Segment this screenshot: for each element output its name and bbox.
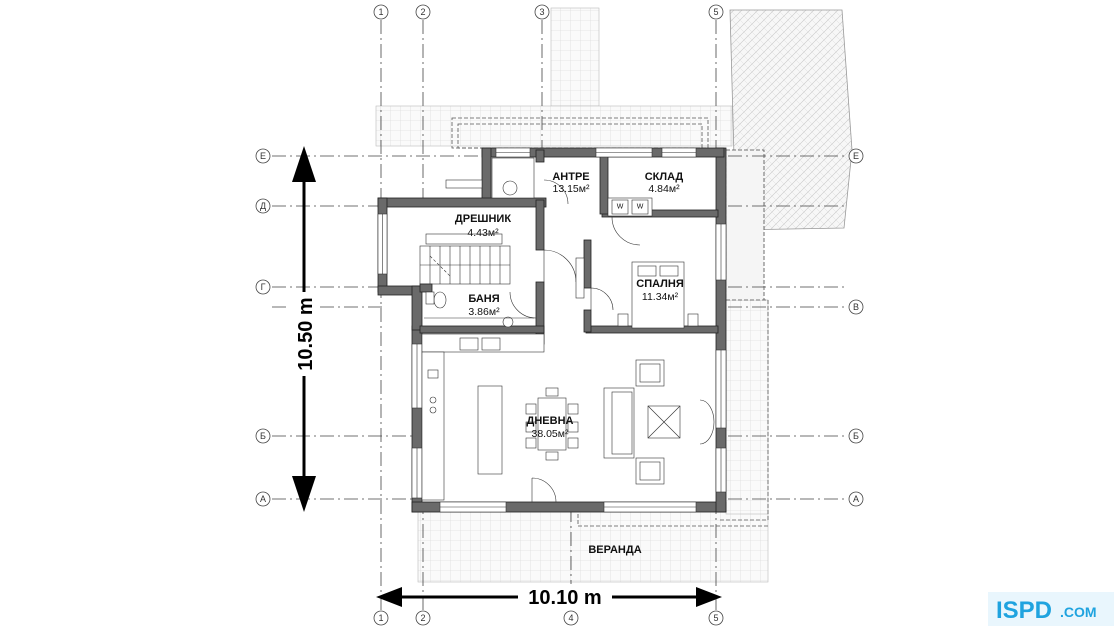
room-area-dnevna: 38.05м² xyxy=(532,428,569,440)
veranda-label: ВЕРАНДА xyxy=(588,544,641,556)
axis-label-2-bottom: 2 xyxy=(420,613,425,623)
room-area-banya: 3.86м² xyxy=(468,306,500,318)
doors xyxy=(509,179,641,503)
room-name-sklad: СКЛАД xyxy=(645,171,684,183)
washer-label: W xyxy=(617,204,624,211)
room-name-banya: БАНЯ xyxy=(468,293,499,305)
axis-label-4-bottom: 4 xyxy=(568,613,573,623)
fixtures xyxy=(421,157,715,501)
room-name-spalnya: СПАЛНЯ xyxy=(636,278,684,290)
staircase xyxy=(419,245,511,285)
axis-label-g-left: Г xyxy=(261,282,266,292)
room-labels: АНТРЕ 13.15м² СКЛАД 4.84м² ДРЕШНИК 4.43м… xyxy=(455,171,684,556)
dimension-width-label: 10.10 m xyxy=(528,587,601,609)
axis-label-3: 3 xyxy=(539,7,544,17)
room-area-antre: 13.15м² xyxy=(553,183,590,195)
logo-suffix: .COM xyxy=(1060,604,1097,620)
room-area-spalnya: 11.34м² xyxy=(642,291,679,303)
room-area-sklad: 4.84м² xyxy=(648,183,680,195)
axis-labels: 1 2 3 5 1 2 4 5 Е Д Г Б А Е В Б А xyxy=(260,7,859,623)
axis-label-5: 5 xyxy=(713,7,718,17)
appliance-labels: W W xyxy=(617,204,644,211)
dimension-height-label: 10.50 m xyxy=(295,297,317,370)
room-name-dnevna: ДНЕВНА xyxy=(527,415,574,427)
dimension-height: 10.50 m xyxy=(290,146,318,512)
windows xyxy=(377,147,727,513)
dryer-label: W xyxy=(637,204,644,211)
room-area-dreshnik: 4.43м² xyxy=(467,227,499,239)
logo-text: ISPD xyxy=(996,597,1052,624)
axis-label-e-right: Е xyxy=(853,151,859,161)
axis-label-v-right: В xyxy=(853,302,859,312)
ispd-logo: ISPD .COM xyxy=(988,592,1114,626)
axis-markers xyxy=(255,4,864,626)
axis-label-5-bottom: 5 xyxy=(713,613,718,623)
axis-label-a-left: А xyxy=(260,494,266,504)
axis-label-b-left: Б xyxy=(260,431,266,441)
axis-label-e-left: Е xyxy=(260,151,266,161)
axis-label-1-bottom: 1 xyxy=(378,613,383,623)
axis-label-a-right: А xyxy=(853,494,859,504)
axis-label-b-right: Б xyxy=(853,431,859,441)
dimension-width: 10.10 m xyxy=(376,584,722,610)
axis-label-2: 2 xyxy=(420,7,425,17)
room-name-antre: АНТРЕ xyxy=(552,171,589,183)
axis-label-1: 1 xyxy=(378,7,383,17)
room-name-dreshnik: ДРЕШНИК xyxy=(455,213,511,225)
axis-label-d-left: Д xyxy=(260,201,266,211)
